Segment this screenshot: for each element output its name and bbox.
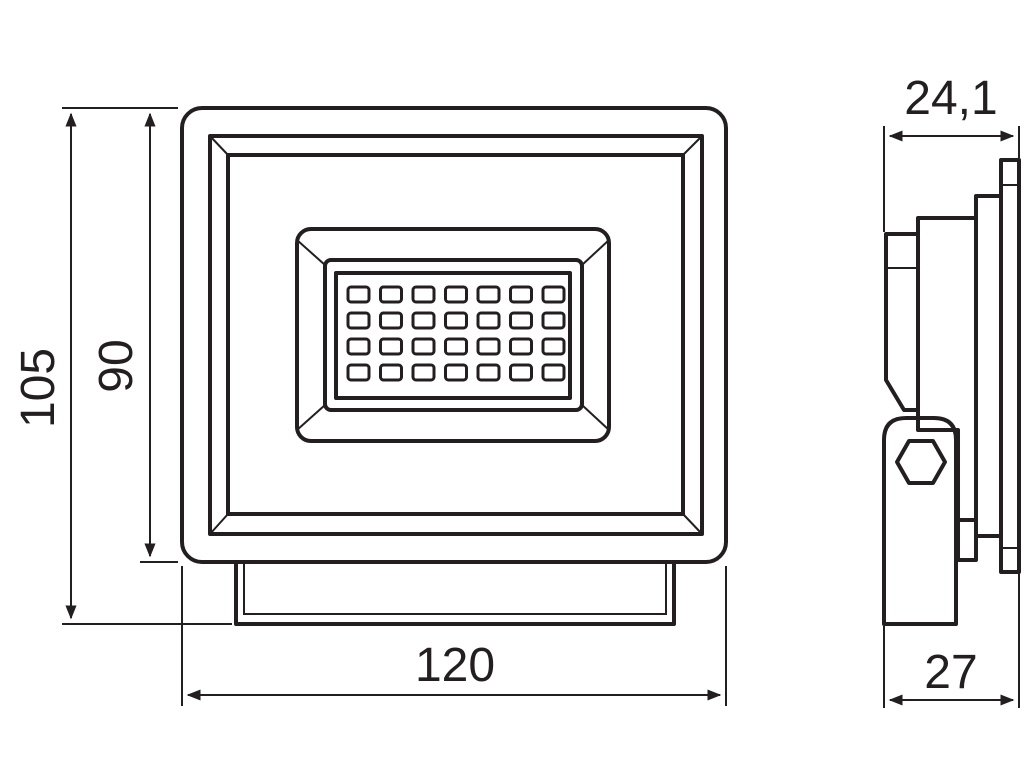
dim-label-frame-height: 90 [90,339,143,392]
lens-bevel [581,239,610,266]
side-bracket [882,416,958,626]
mounting-bracket [234,560,676,626]
led-chip [476,337,501,356]
bevel-line [209,135,229,156]
led-chip [346,285,371,304]
front-view [180,106,728,626]
lens-outer [295,227,611,443]
led-chip [379,285,403,304]
dim-label-side-top: 24,1 [904,72,997,125]
dim-label-width: 120 [415,639,495,692]
lens-bevel [296,404,326,431]
led-chip [411,285,436,304]
led-chip [444,311,468,330]
side-cable-boss [884,232,920,412]
led-chip [541,363,566,382]
side-body [916,216,978,522]
mounting-bracket-inner [243,562,667,615]
led-chip [509,285,533,304]
led-chip [476,311,501,330]
led-chip [541,337,566,356]
dim-label-side-bottom: 27 [924,646,977,699]
lens-bevel [581,404,610,431]
led-chip [444,363,468,382]
hex-bolt-icon [895,439,947,485]
led-chip [411,363,436,382]
led-chip [444,337,468,356]
led-chip [541,285,566,304]
side-front-plate [999,158,1021,574]
side-view [882,158,1021,626]
outer-housing [180,106,728,564]
led-chip [379,337,403,356]
led-chip [346,337,371,356]
led-chip [346,363,371,382]
led-grid [346,285,566,382]
inner-frame-inner [226,153,685,516]
inner-frame-outer [208,134,704,536]
led-chip [411,337,436,356]
dimension-lines [62,107,1020,708]
led-chip [476,285,501,304]
led-chip [444,285,468,304]
lens-bevel [296,239,326,266]
bevel-line [682,513,703,535]
led-chip [509,311,533,330]
led-board [334,271,572,400]
side-back-plate [974,194,1003,538]
bevel-line [682,135,703,156]
led-chip [541,311,566,330]
led-chip [509,337,533,356]
led-chip [379,311,403,330]
bevel-line [209,513,229,535]
led-chip [346,311,371,330]
led-chip [476,363,501,382]
led-chip [509,363,533,382]
dim-label-total-height: 105 [12,348,65,428]
led-chip [411,311,436,330]
led-chip [379,363,403,382]
lens-inner [323,258,584,412]
side-tab [956,518,978,562]
